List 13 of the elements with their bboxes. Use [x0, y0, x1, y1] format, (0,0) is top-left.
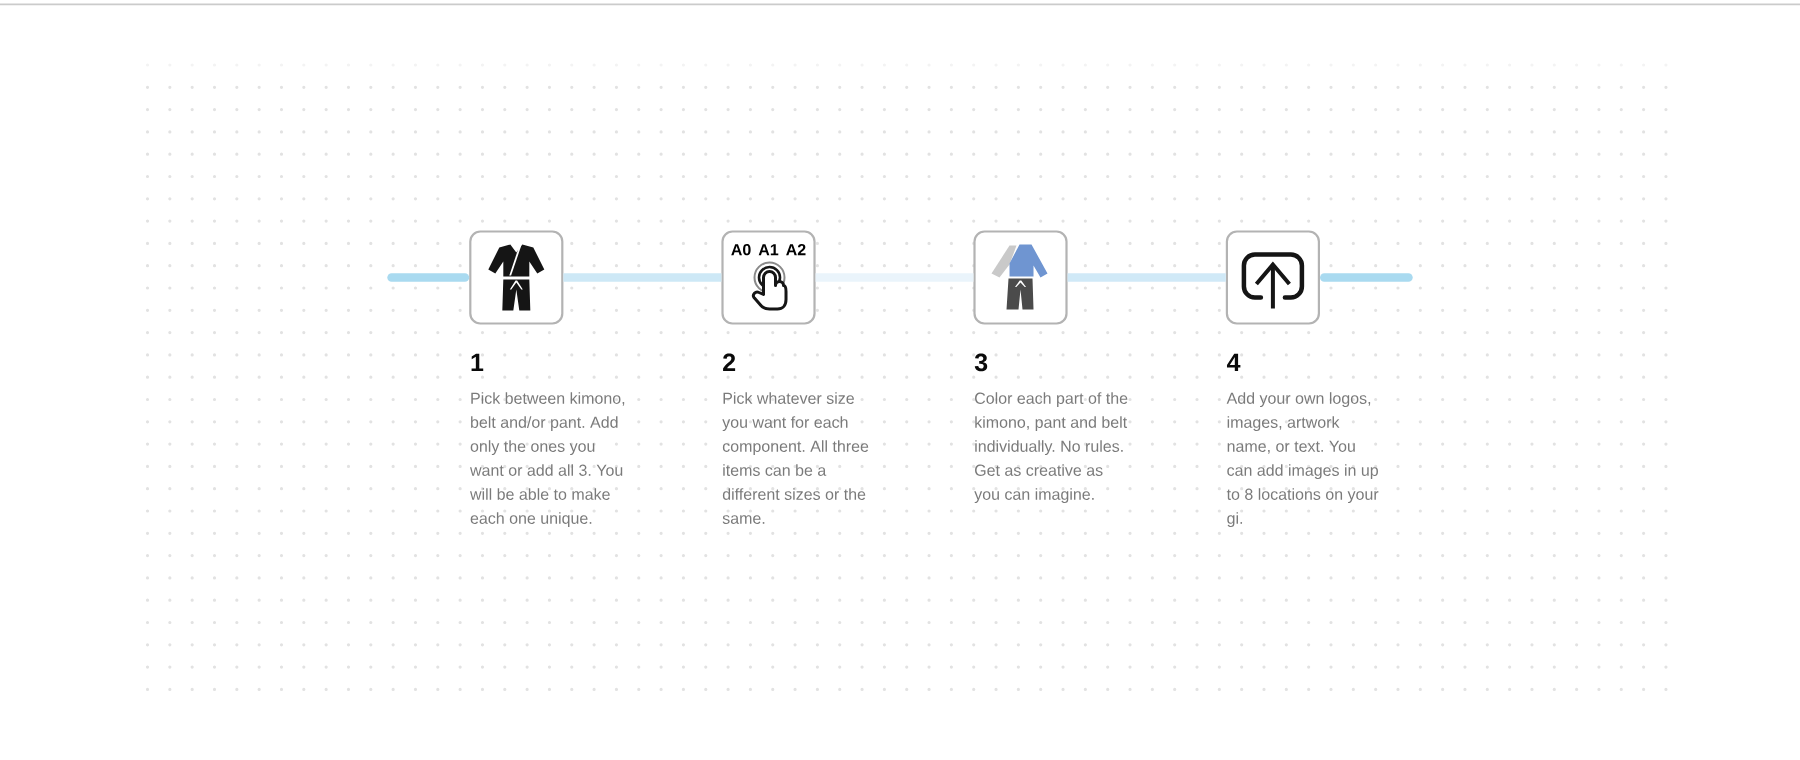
step-description: Add your own logos, images, artwork name, or text. You can add images in up to 8 locations on your gi. [1226, 392, 1379, 528]
step-description: Color each part of the kimono, pant and belt individually. No rules. Get as creative as you can imagine. [974, 392, 1128, 504]
step-description: Pick whatever size you want for each component. All three items can be a different sizes or the same. [722, 392, 869, 524]
step-description: Pick between kimono, belt and/or pant. Add only the ones you want or add all 3. You will be able to make each one unique. [470, 392, 625, 528]
timeline-line [563, 273, 722, 282]
timeline-line [1067, 273, 1226, 282]
step-number: 4 [1227, 353, 1241, 371]
timeline-line [1320, 273, 1413, 282]
timeline-line [815, 273, 974, 282]
timeline-line [387, 273, 470, 282]
step-number: 1 [471, 353, 484, 371]
step-number: 2 [723, 353, 736, 371]
step-number: 3 [974, 353, 988, 372]
